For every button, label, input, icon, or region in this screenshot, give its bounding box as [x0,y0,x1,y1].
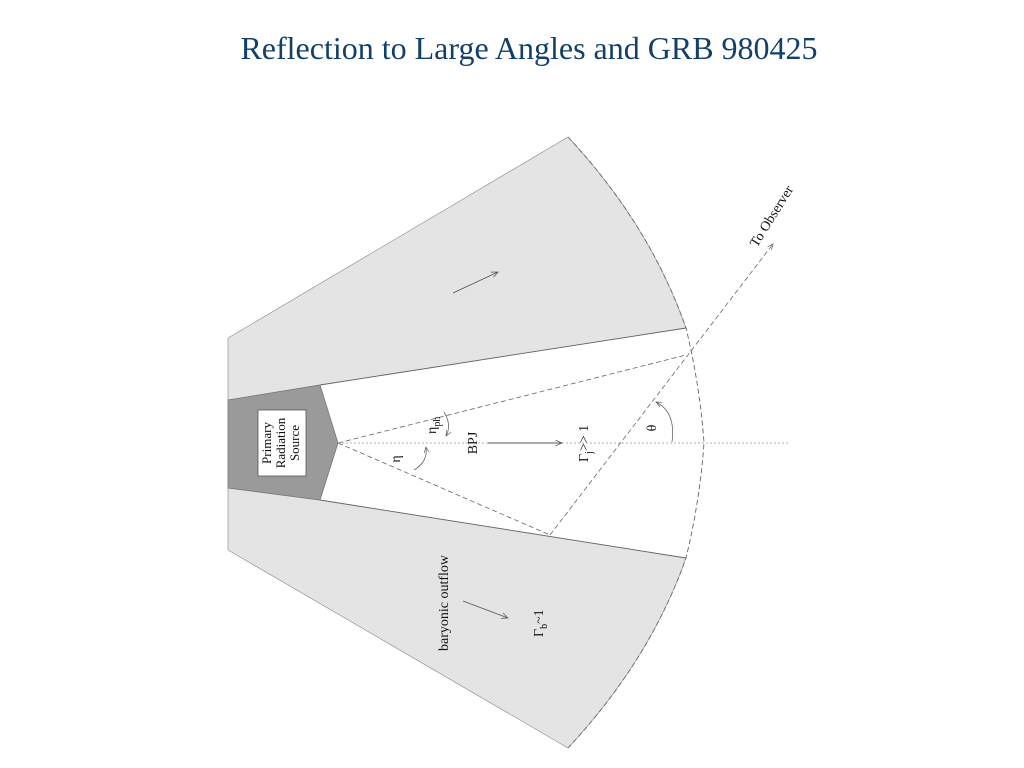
to-observer-label: To Observer [748,183,798,250]
eta-ph-symbol: η [425,427,440,434]
lower-jet-boundary [319,499,687,559]
gamma-j-label: Γj>> 1 [577,425,595,462]
eta-ph-arc [443,411,449,436]
source-label: Primary Radiation Source [259,417,302,468]
eta-label: η [389,455,404,462]
theta-label: θ [645,424,660,431]
baryonic-outflow-label: baryonic outflow [437,554,452,651]
eta-ph-label: ηph [425,417,443,434]
eta-ph-subscript: ph [432,417,443,427]
slide-title: Reflection to Large Angles and GRB 98042… [240,30,818,66]
eta-arc [413,447,426,471]
bpj-label: BPJ [466,431,481,454]
lower-dashed-ray [337,442,551,536]
source-label-line1: Primary [259,422,274,464]
lower-outflow-region [227,487,687,749]
source-label-line2: Radiation [273,417,288,468]
gamma-b-relation: ~1 [532,609,547,624]
gamma-j-relation: >> 1 [577,425,592,451]
upper-outflow-region [227,136,687,401]
theta-arc [656,401,674,443]
gamma-j-symbol: Γ [577,454,592,462]
gamma-b-symbol: Γ [532,629,547,637]
observer-ray [549,244,773,536]
source-label-box [257,409,307,477]
lower-outflow-arrow [462,600,508,618]
gamma-b-subscript: b [539,624,550,629]
upper-jet-boundary [319,327,687,386]
gamma-b-label: Γb~1 [532,609,550,637]
source-label-line3: Source [287,425,302,461]
upper-outflow-arrow [452,271,498,294]
upper-dashed-ray [337,354,687,444]
gamma-j-subscript: j [584,451,595,455]
